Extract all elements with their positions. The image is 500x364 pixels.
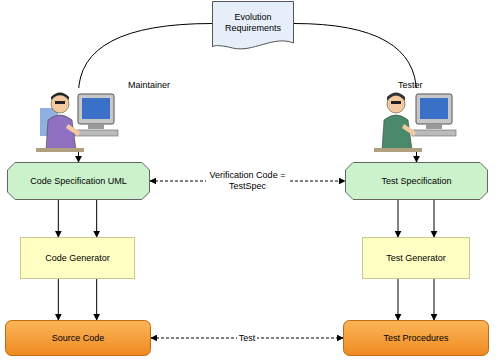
arrow-connector [434, 279, 435, 320]
arrow-connector [58, 279, 59, 320]
arrow-connector [96, 200, 97, 237]
role-label: Maintainer [128, 80, 170, 90]
node-text: Test Specification [381, 176, 451, 187]
node-text: Test Generator [386, 253, 446, 264]
specification-octagon: Test Specification [345, 162, 488, 200]
arrow-connector [434, 200, 435, 237]
connector-label: Verification Code = TestSpec [206, 170, 290, 192]
specification-octagon: Code Specification UML [7, 162, 150, 200]
output-box: Test Procedures [343, 320, 489, 356]
arrow-connector [398, 279, 399, 320]
tester-figure [374, 88, 458, 152]
arrow-connector [398, 200, 399, 237]
node-text: Test Procedures [383, 333, 448, 344]
connector-label: Test [237, 333, 258, 344]
output-box: Source Code [5, 320, 151, 356]
generator-box: Code Generator [20, 237, 135, 279]
node-text: Code Generator [45, 253, 110, 264]
node-text: Evolution Requirements [219, 12, 287, 34]
generator-box: Test Generator [362, 237, 470, 279]
maintainer-figure [36, 88, 120, 152]
role-label: Tester [398, 80, 423, 90]
node-text: Source Code [52, 333, 105, 344]
requirements-document: Evolution Requirements [212, 1, 294, 51]
node-text: Code Specification UML [30, 176, 127, 187]
arrow-connector [96, 279, 97, 320]
arrow-connector [58, 200, 59, 237]
